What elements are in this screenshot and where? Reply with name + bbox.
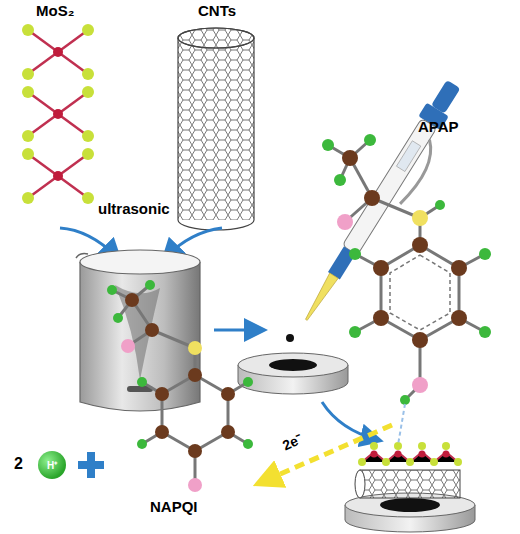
flow-arrows	[60, 228, 378, 440]
electron-label: 2e⁻	[279, 429, 306, 455]
mos2-structure	[22, 24, 94, 204]
pipette	[295, 77, 472, 331]
napqi-molecule	[107, 280, 253, 492]
plus-sign	[78, 452, 104, 478]
apap-molecule	[322, 134, 491, 445]
ink-drop	[286, 334, 294, 342]
modified-electrode	[345, 442, 475, 532]
electron-transfer-arrow	[262, 425, 392, 482]
ion-ball: H⁺	[38, 451, 66, 479]
carbon-nanotube	[178, 28, 254, 230]
material-label: CNTs	[198, 2, 236, 19]
material-label: MoS₂	[36, 2, 74, 19]
molecule-label: NAPQI	[150, 498, 198, 515]
electrode	[238, 353, 348, 394]
coefficient: 2	[14, 455, 23, 473]
ion-label: H⁺	[47, 458, 57, 472]
beaker	[76, 250, 200, 411]
molecule-label: APAP	[418, 118, 459, 135]
process-label: ultrasonic	[98, 200, 170, 217]
